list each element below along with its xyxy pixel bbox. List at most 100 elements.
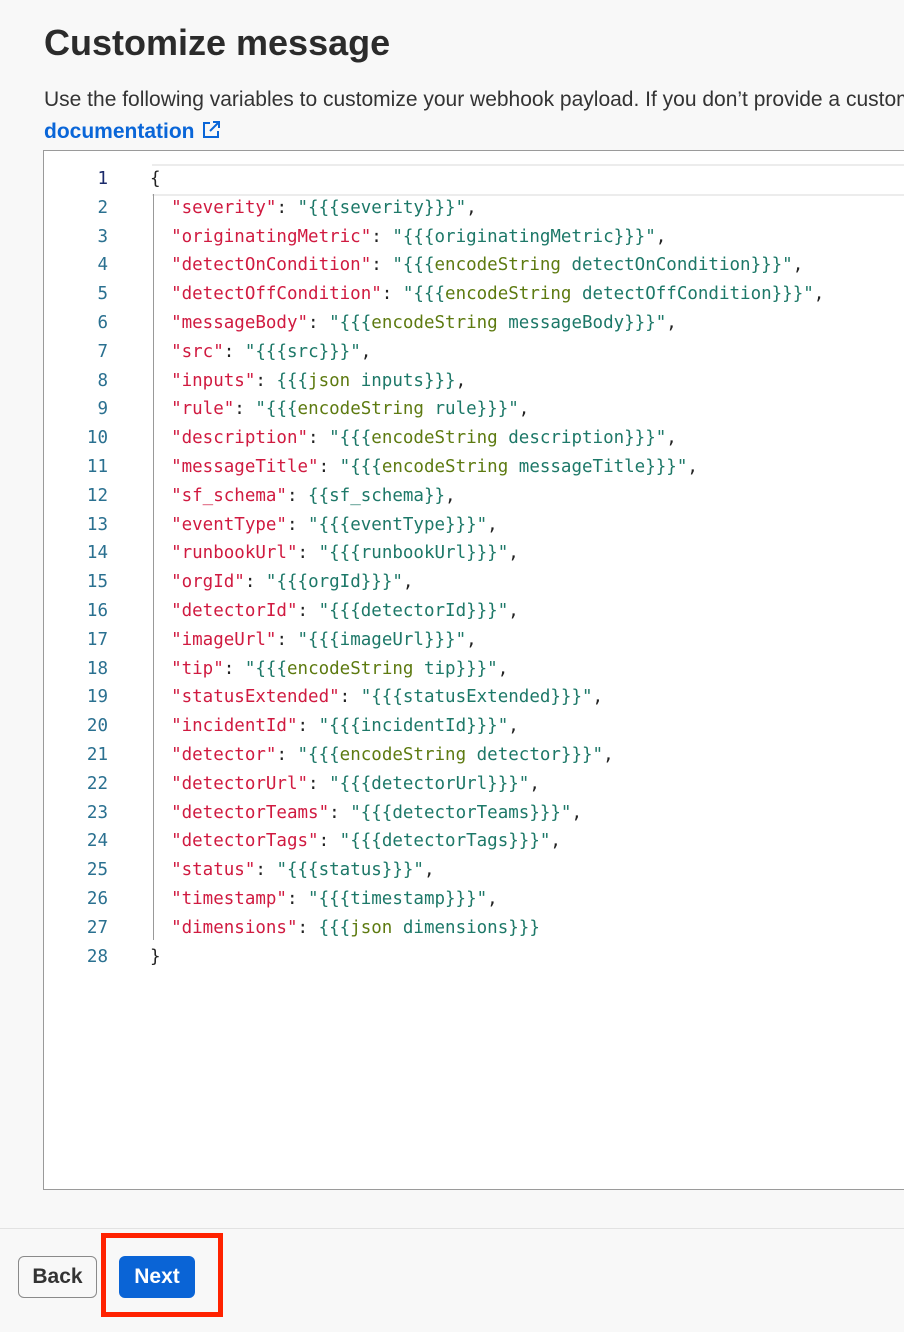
code-line: 6 "messageBody": "{{{encodeString messag… — [44, 309, 676, 338]
active-line-highlight — [152, 164, 904, 196]
template-variable: dimensions}}} — [402, 917, 540, 938]
json-key: "detectorTeams" — [150, 802, 330, 823]
colon: : — [297, 543, 319, 564]
line-number: 17 — [86, 629, 108, 650]
line-number: 10 — [86, 428, 108, 449]
template-open: "{{{ — [244, 341, 287, 362]
line-content: "sf_schema": {{sf_schema}}, — [150, 482, 456, 511]
line-number: 7 — [97, 341, 108, 362]
template-variable: tip}}}" — [423, 658, 498, 679]
json-key: "imageUrl" — [150, 629, 277, 650]
line-number: 23 — [86, 802, 108, 823]
comma: , — [592, 687, 604, 708]
template-open: "{{{ — [318, 543, 361, 564]
code-line: 14 "runbookUrl": "{{{runbookUrl}}}", — [44, 539, 519, 568]
json-key: "description" — [150, 428, 309, 449]
line-number: 5 — [97, 284, 108, 305]
line-content: "description": "{{{encodeString descript… — [150, 424, 677, 453]
comma: , — [666, 428, 677, 449]
code-line: 10 "description": "{{{encodeString descr… — [44, 424, 677, 453]
line-number: 14 — [86, 543, 108, 564]
template-helper: encodeString — [381, 456, 519, 477]
colon: : — [286, 514, 309, 535]
line-content: "detectOffCondition": "{{{encodeString d… — [150, 280, 824, 309]
colon: : — [339, 687, 361, 708]
line-content: "timestamp": "{{{timestamp}}}", — [150, 885, 498, 914]
comma: , — [792, 255, 804, 276]
colon: : — [276, 629, 298, 650]
json-key: "detectorUrl" — [150, 773, 309, 794]
template-variable: detectOffCondition}}}" — [582, 284, 814, 305]
colon: : — [255, 370, 277, 391]
code-line: 19 "statusExtended": "{{{statusExtended}… — [44, 683, 603, 712]
code-line: 12 "sf_schema": {{sf_schema}}, — [44, 482, 456, 511]
template-variable: detectorTags}}}" — [381, 831, 551, 852]
colon: : — [276, 744, 298, 765]
template-variable: detectorId}}}" — [360, 600, 509, 621]
code-line: 5 "detectOffCondition": "{{{encodeString… — [44, 280, 824, 309]
colon: : — [244, 572, 266, 593]
template-variable: src}}}" — [287, 341, 361, 362]
template-open: "{{{ — [255, 399, 298, 420]
colon: : — [318, 831, 340, 852]
template-variable: sf_schema}} — [329, 485, 446, 506]
template-helper: encodeString — [371, 312, 509, 333]
template-open: {{{ — [318, 917, 351, 938]
template-helper: encodeString — [445, 284, 582, 305]
comma: , — [497, 658, 509, 679]
template-variable: detectOnCondition}}}" — [571, 255, 793, 276]
colon: : — [318, 456, 340, 477]
json-key: "detectorId" — [150, 600, 298, 621]
colon: : — [329, 802, 351, 823]
line-number: 4 — [97, 255, 108, 276]
template-variable: incidentId}}}" — [360, 716, 509, 737]
template-open: "{{{ — [244, 658, 287, 679]
template-variable: imageUrl}}}" — [339, 629, 467, 650]
documentation-link[interactable]: documentation — [44, 120, 221, 144]
json-key: "messageTitle" — [150, 456, 319, 477]
documentation-link-label: documentation — [44, 120, 195, 143]
colon: : — [223, 341, 245, 362]
comma: , — [487, 888, 498, 909]
template-open: "{{{ — [297, 744, 340, 765]
comma: , — [655, 226, 667, 247]
json-key: "rule" — [150, 399, 235, 420]
line-content: "detectorId": "{{{detectorId}}}", — [150, 597, 519, 626]
next-button-highlight — [101, 1233, 223, 1317]
code-line: 8 "inputs": {{{json inputs}}}, — [44, 367, 466, 396]
colon: : — [297, 600, 319, 621]
line-number: 13 — [86, 514, 108, 535]
line-content: "tip": "{{{encodeString tip}}}", — [150, 655, 508, 684]
comma: , — [508, 600, 519, 621]
json-key: "detectOnCondition" — [150, 255, 372, 276]
template-variable: statusExtended}}}" — [402, 687, 593, 708]
template-variable: detector}}}" — [476, 744, 604, 765]
template-open: "{{{ — [392, 255, 435, 276]
back-button[interactable]: Back — [18, 1256, 97, 1298]
code-editor[interactable]: 1{2 "severity": "{{{severity}}}",3 "orig… — [43, 150, 904, 1190]
code-line: 15 "orgId": "{{{orgId}}}", — [44, 568, 414, 597]
template-open: {{{ — [276, 370, 309, 391]
line-number: 12 — [86, 485, 108, 506]
next-button[interactable]: Next — [119, 1256, 195, 1298]
code-lines: 1{2 "severity": "{{{severity}}}",3 "orig… — [44, 165, 824, 971]
template-variable: eventType}}}" — [350, 514, 488, 535]
comma: , — [402, 572, 414, 593]
comma: , — [466, 629, 477, 650]
template-open: "{{{ — [308, 888, 351, 909]
colon: : — [308, 312, 330, 333]
comma: , — [518, 399, 530, 420]
comma: , — [455, 370, 467, 391]
line-number: 19 — [86, 687, 108, 708]
template-variable: rule}}}" — [434, 399, 519, 420]
colon: : — [276, 197, 298, 218]
colon: : — [381, 284, 403, 305]
json-key: "messageBody" — [150, 312, 309, 333]
line-number: 24 — [86, 831, 108, 852]
template-open: "{{{ — [265, 572, 309, 593]
colon: : — [371, 255, 393, 276]
line-number: 22 — [86, 773, 108, 794]
template-open: "{{{ — [318, 716, 361, 737]
template-variable: inputs}}} — [360, 370, 456, 391]
template-open: "{{{ — [339, 456, 382, 477]
